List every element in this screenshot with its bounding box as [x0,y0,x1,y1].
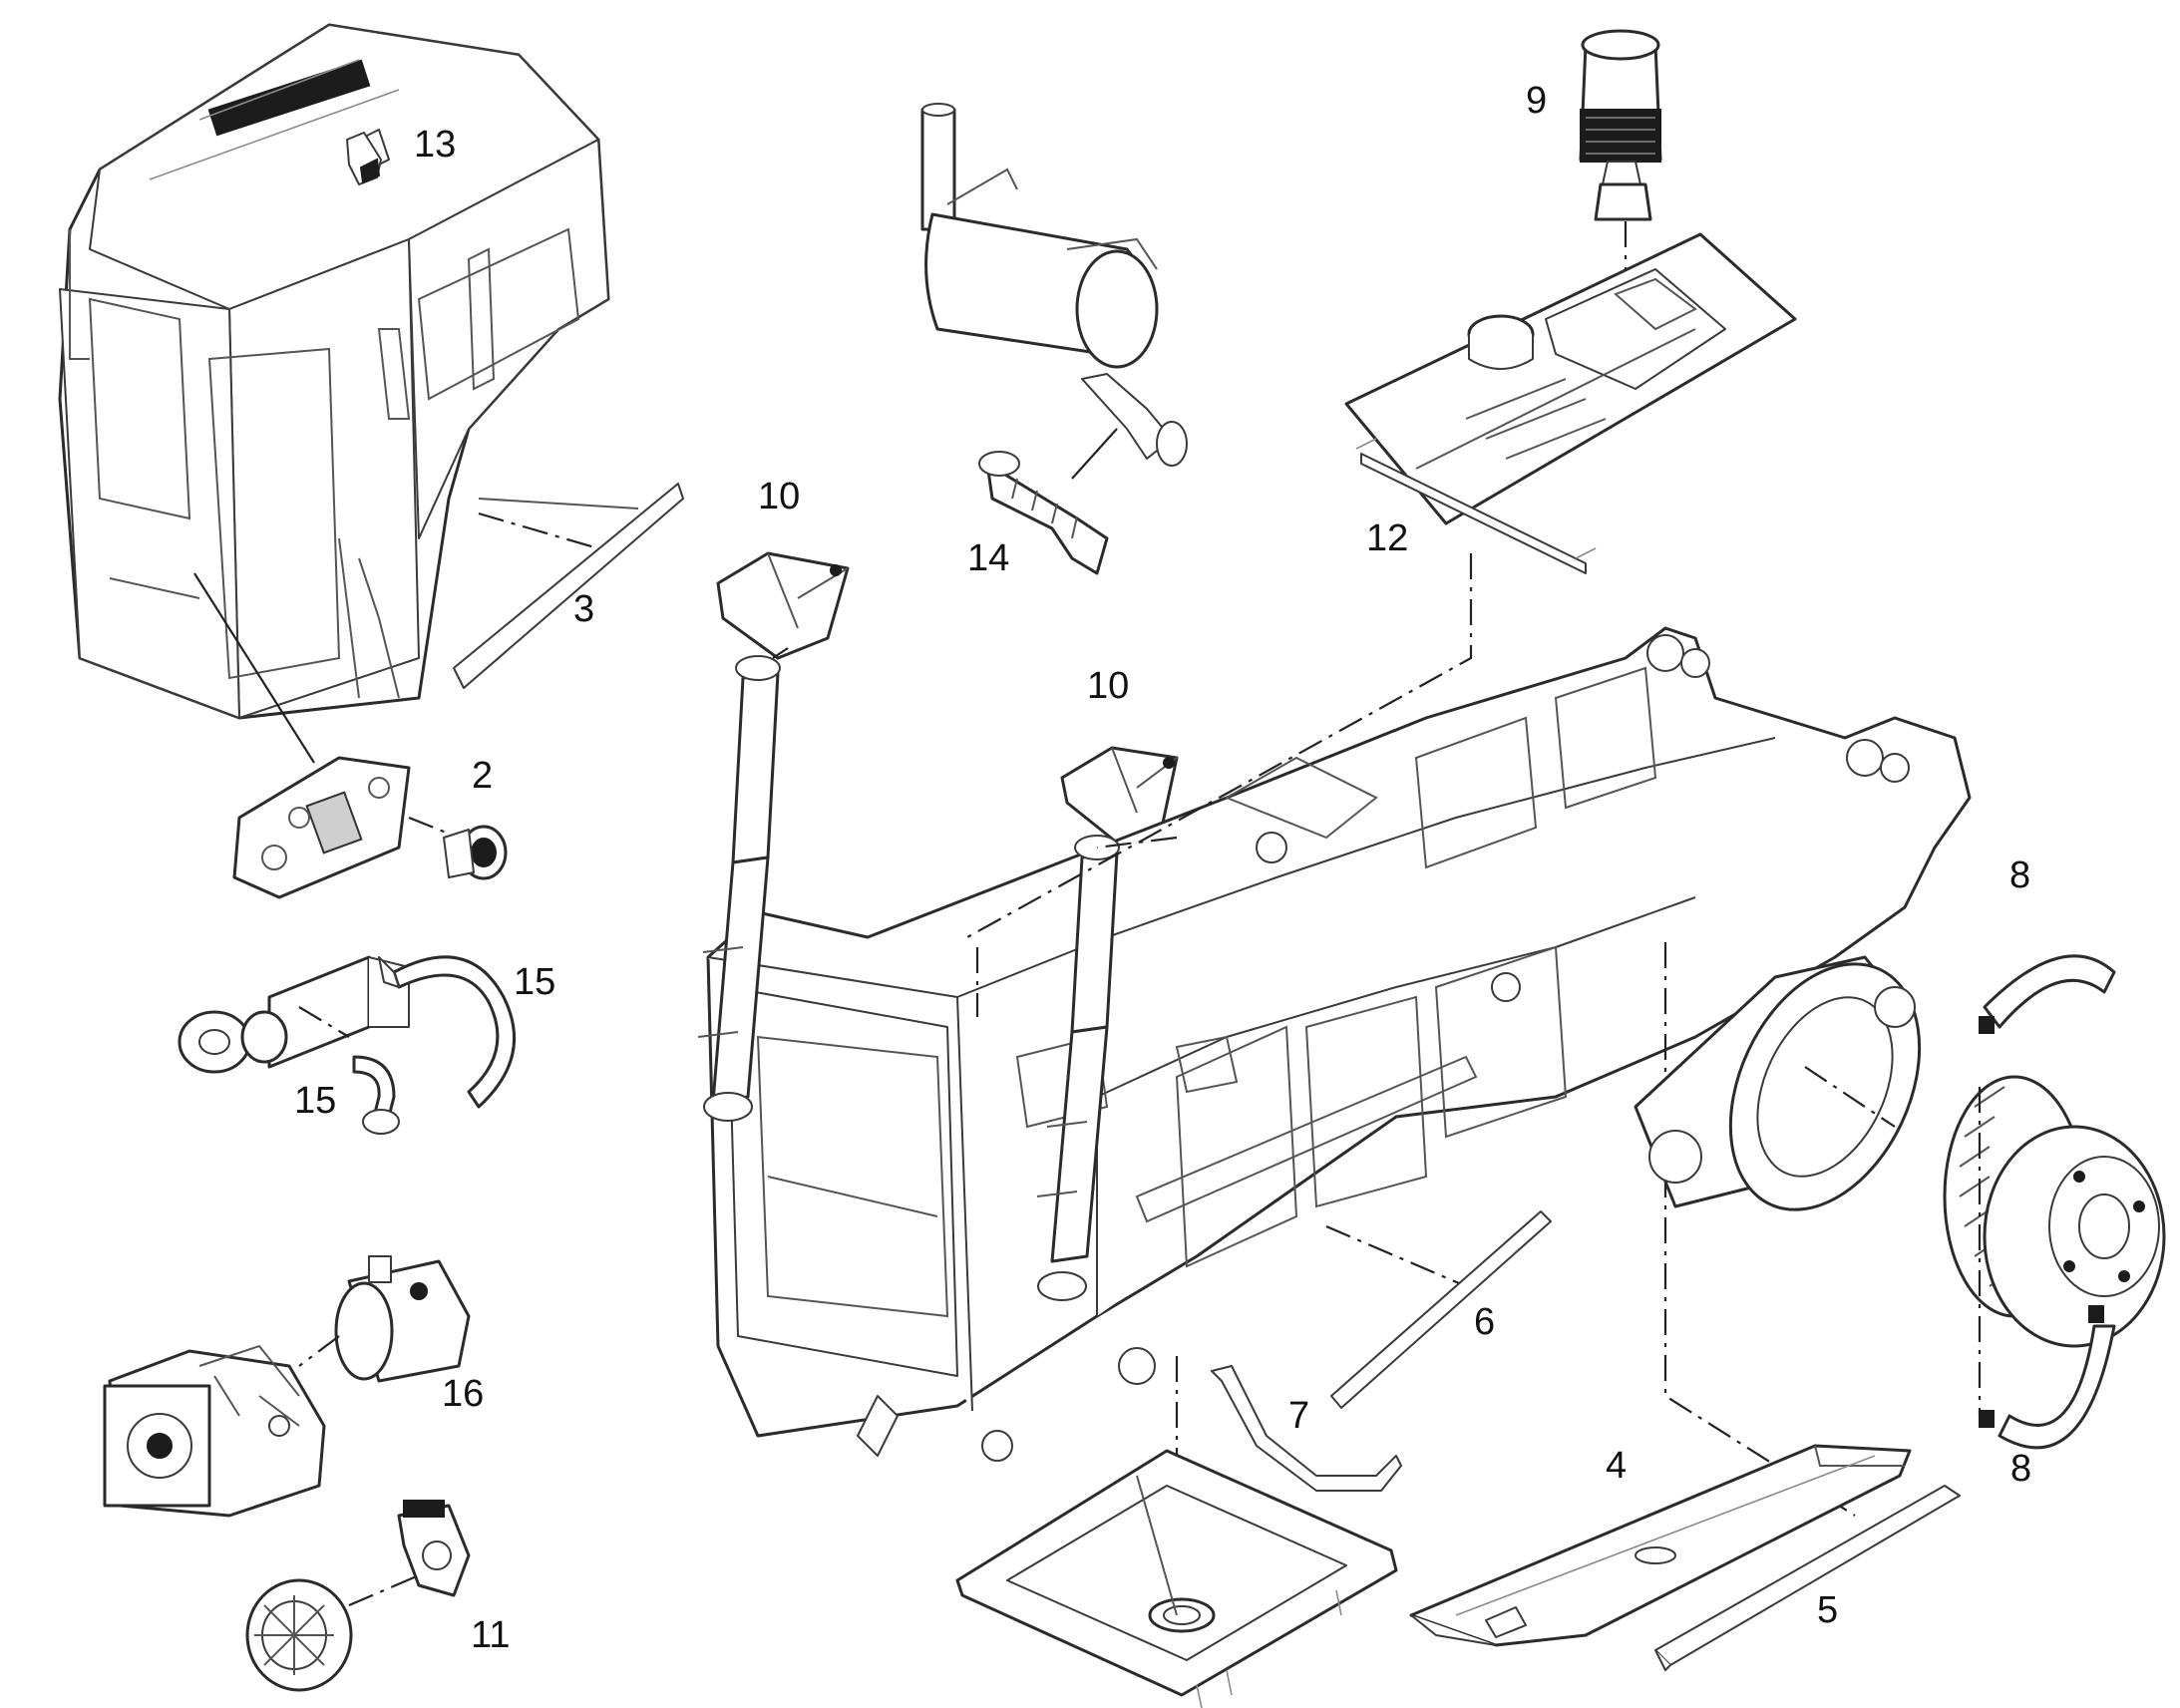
part-9-air-filter [1579,29,1662,319]
callout-2: 2 [472,755,493,797]
callout-6: 6 [1474,1301,1495,1343]
wheel-hub [1943,1075,2166,1416]
callout-3: 3 [573,588,594,630]
part-6-seal-strip [1330,1210,1552,1409]
heater-unit [178,955,410,1074]
part-16-pump [298,1255,471,1383]
main-frame [706,626,1972,1462]
part-8-brake-band-upper [1979,954,2116,1034]
part-5-rail [1654,1485,1961,1671]
part-15-hose-large [378,955,517,1109]
callout-4: 4 [1606,1445,1627,1487]
part-2-dashboard-panel [193,572,460,899]
part-14-hose [978,428,1118,575]
right-gas-strut [1036,835,1120,1301]
part-2-ignition-switch [443,825,508,880]
callout-14: 14 [967,537,1009,579]
callout-8-lower: 8 [2010,1448,2031,1490]
callout-15-upper: 15 [514,961,555,1003]
part-4-guard-plate [1409,1444,1912,1647]
callout-11: 11 [471,1614,510,1656]
axle-housing [1634,955,1922,1211]
cab-assembly [58,23,639,720]
part-12-engine-hood [1344,232,1797,574]
bottom-tray [955,1449,1398,1708]
part-15-hose-small [352,1055,400,1135]
hydraulic-motor [103,1344,326,1518]
part-13-bracket [346,132,382,185]
muffler-assembly [920,103,1188,467]
part-7-bracket [1211,1365,1402,1492]
callout-13: 13 [414,124,456,166]
part-10-bracket-left [716,551,850,660]
left-gas-strut [697,647,789,1122]
callout-9: 9 [1526,80,1547,122]
part-3-seal-strip [453,483,684,689]
callout-7: 7 [1288,1395,1309,1437]
part-8-brake-band-lower [1979,1305,2116,1450]
callout-10-right: 10 [1087,665,1129,707]
callout-15-lower: 15 [294,1080,336,1122]
callout-10-left: 10 [758,476,800,517]
part-11-bracket [397,1500,471,1597]
callout-5: 5 [1817,1589,1838,1631]
callout-12: 12 [1366,517,1408,559]
callout-8-upper: 8 [2009,854,2030,896]
callout-16: 16 [442,1373,484,1415]
alternator [245,1573,420,1692]
